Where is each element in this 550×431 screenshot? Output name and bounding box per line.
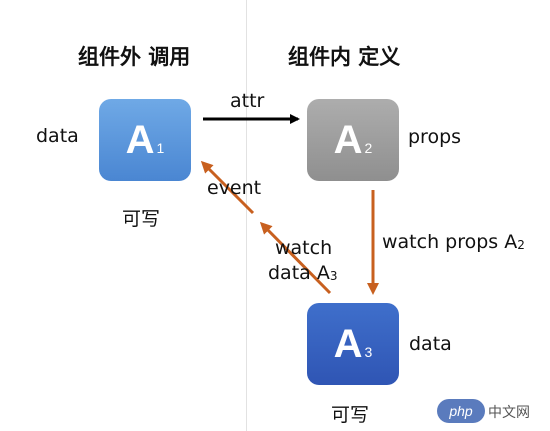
event-label: event bbox=[207, 177, 262, 199]
watermark-text: 中文网 bbox=[488, 405, 530, 421]
node-a2-subscript: 2 bbox=[364, 140, 373, 156]
a1-data-label: data bbox=[36, 125, 79, 147]
a1-writable-label: 可写 bbox=[122, 208, 161, 230]
heading-outside-component: 组件外 调用 bbox=[78, 45, 191, 69]
watch-data-label-line2: data A3 bbox=[268, 262, 337, 284]
node-a1-subscript: 1 bbox=[156, 140, 165, 156]
watch-data-label-line1: watch bbox=[275, 237, 333, 259]
event-arrow-upper bbox=[200, 160, 255, 215]
node-a3-letter: A bbox=[333, 321, 363, 366]
a3-writable-label: 可写 bbox=[331, 404, 370, 426]
attr-label: attr bbox=[230, 90, 265, 112]
a3-data-label: data bbox=[409, 333, 452, 355]
watch-data-subscript: 3 bbox=[329, 269, 338, 283]
a2-props-label: props bbox=[408, 126, 462, 148]
node-a3-subscript: 3 bbox=[364, 344, 373, 360]
heading-inside-component: 组件内 定义 bbox=[288, 45, 401, 69]
node-a2-letter: A bbox=[333, 117, 363, 162]
column-divider bbox=[246, 0, 247, 431]
node-a1-letter: A bbox=[125, 117, 155, 162]
watch-props-label: watch props A2 bbox=[382, 231, 525, 253]
watch-props-subscript: 2 bbox=[517, 238, 525, 252]
watch-props-text: watch props A bbox=[382, 231, 518, 253]
event-arrow-lower bbox=[259, 221, 332, 295]
watch-data-text: data A bbox=[268, 262, 330, 284]
php-logo-watermark: php bbox=[437, 399, 485, 423]
